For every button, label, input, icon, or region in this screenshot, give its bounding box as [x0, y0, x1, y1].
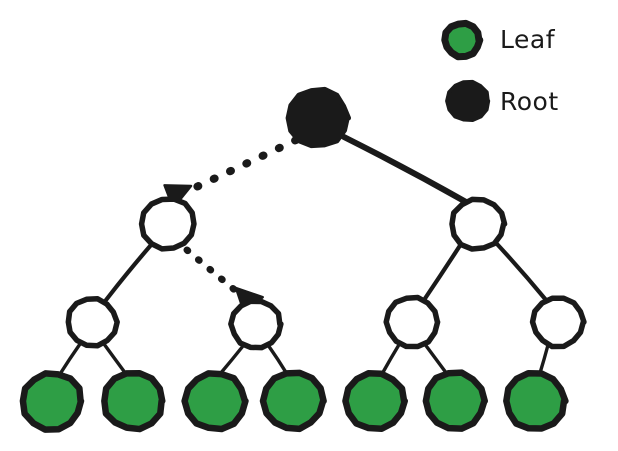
tree-edge — [380, 341, 402, 376]
legend-swatch-leaf — [441, 19, 484, 61]
tree-node-internal[interactable] — [228, 298, 284, 351]
tree-node-leaf[interactable] — [259, 369, 327, 433]
tree-node-internal[interactable] — [449, 196, 508, 252]
legend-swatch-root — [445, 79, 491, 123]
legend-label-root: Root — [500, 87, 559, 116]
tree-node-internal[interactable] — [138, 196, 197, 252]
tree-node-internal[interactable] — [529, 295, 587, 350]
tree-node-leaf[interactable] — [19, 370, 85, 433]
tree-edge — [341, 134, 469, 205]
tree-node-internal[interactable] — [65, 296, 120, 349]
legend: Leaf Root — [441, 19, 559, 123]
tree-node-leaf[interactable] — [342, 370, 408, 432]
tree-edge — [422, 341, 449, 376]
node-layer — [19, 86, 587, 433]
tree-node-root[interactable] — [285, 86, 351, 149]
tree-node-leaf[interactable] — [422, 369, 488, 432]
tree-edge — [188, 136, 300, 193]
tree-node-internal[interactable] — [383, 294, 441, 350]
legend-label-leaf: Leaf — [500, 25, 556, 54]
tree-node-leaf[interactable] — [181, 370, 249, 433]
tree-node-leaf[interactable] — [503, 369, 569, 432]
tree-edge — [183, 246, 240, 295]
tree-node-leaf[interactable] — [101, 369, 166, 433]
tree-edge — [102, 342, 128, 376]
tree-edge — [218, 344, 245, 376]
tree-edge — [266, 343, 289, 376]
tree-edge — [538, 343, 550, 375]
tree-edge — [421, 241, 464, 303]
edge-layer — [58, 134, 550, 376]
tree-edge — [58, 342, 82, 376]
tree-edge — [494, 241, 549, 303]
tree-edge — [103, 242, 154, 303]
